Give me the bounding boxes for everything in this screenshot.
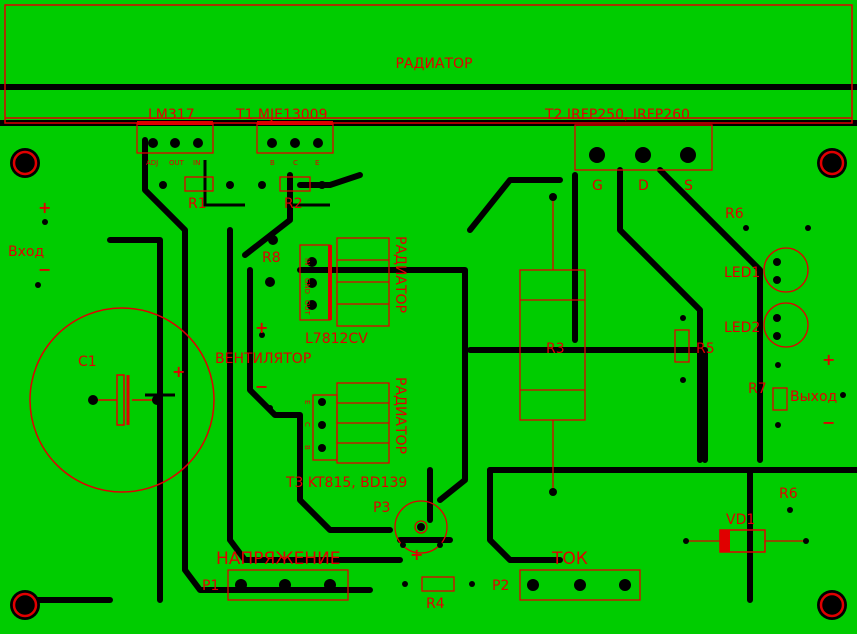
p3-trimmer <box>394 500 448 554</box>
pin-in2: IN <box>303 258 311 265</box>
l7812-label: L7812CV <box>305 331 368 347</box>
fan-minus: − <box>255 377 268 396</box>
pot-outlines <box>227 569 641 601</box>
pin-c2: C <box>303 422 311 427</box>
radiator-v2-label: РАДИАТОР <box>392 377 408 454</box>
output-minus: − <box>822 413 835 432</box>
t2-package <box>574 124 713 171</box>
l7812-radiator <box>299 237 390 327</box>
c1-label: C1 <box>78 354 97 370</box>
led2-label: LED2 <box>724 320 760 336</box>
t2-label: T2 IRFP250, IRFP260 <box>544 107 690 123</box>
gate-label: G <box>592 178 603 194</box>
pin-out: OUT <box>169 159 185 167</box>
r3-label: R3 <box>546 341 565 357</box>
pin-c: C <box>293 159 298 167</box>
voltage-label: НАПРЯЖЕНИЕ <box>216 549 341 569</box>
fan-label: ВЕНТИЛЯТОР <box>215 351 311 367</box>
pin-adj: ADJ <box>146 159 158 167</box>
pin-b2: B <box>303 445 311 450</box>
fan-plus: + <box>255 318 268 337</box>
r8-label: R8 <box>262 250 281 266</box>
drain-label: D <box>638 178 649 194</box>
r2-label: R2 <box>284 196 303 212</box>
pin-e2: E <box>303 400 311 404</box>
output-label: Выход <box>790 389 837 405</box>
r6a-label: R6 <box>725 206 744 222</box>
pin-e: E <box>315 159 319 167</box>
t1-label: T1 MJE13009 <box>235 107 328 123</box>
p3-label: P3 <box>373 500 390 516</box>
lm317-package <box>136 121 214 154</box>
pin-in: IN <box>193 159 200 167</box>
r7-label: R7 <box>748 381 767 397</box>
input-label: Вход <box>8 244 44 260</box>
pin-b: B <box>270 159 275 167</box>
led-outlines <box>763 247 809 348</box>
vd1-diode <box>685 529 805 553</box>
pads <box>35 138 846 591</box>
p1-label: P1 <box>202 578 219 594</box>
radiator-outline <box>4 4 853 124</box>
pin-out2: OUT <box>303 300 311 316</box>
r4-label: R4 <box>426 596 445 612</box>
r5-label: R5 <box>696 341 715 357</box>
r6b-label: R6 <box>779 486 798 502</box>
radiator-v1-label: РАДИАТОР <box>392 236 408 313</box>
led1-label: LED1 <box>724 265 760 281</box>
traces-thin <box>145 160 330 397</box>
t1-package <box>256 121 334 154</box>
p3-plus: + <box>410 545 423 564</box>
pin-gnd: GND <box>303 278 311 294</box>
t3-label: T3 KT815, BD139 <box>285 475 407 491</box>
c1-capacitor-outline <box>29 307 215 493</box>
input-minus: − <box>38 260 51 279</box>
radiator-top-label: РАДИАТОР <box>395 56 472 72</box>
current-label: ТОК <box>551 549 588 569</box>
vd1-label: VD1 <box>726 512 755 528</box>
r1-label: R1 <box>188 196 207 212</box>
resistor-outlines <box>184 176 788 592</box>
c1-plus: + <box>172 362 185 381</box>
input-plus: + <box>38 198 51 217</box>
t3-radiator <box>312 382 390 464</box>
mounting-holes <box>10 148 847 620</box>
lm317-label: LM317 <box>148 107 195 123</box>
output-plus: + <box>822 350 835 369</box>
source-label: S <box>684 178 693 194</box>
p2-label: P2 <box>492 578 509 594</box>
